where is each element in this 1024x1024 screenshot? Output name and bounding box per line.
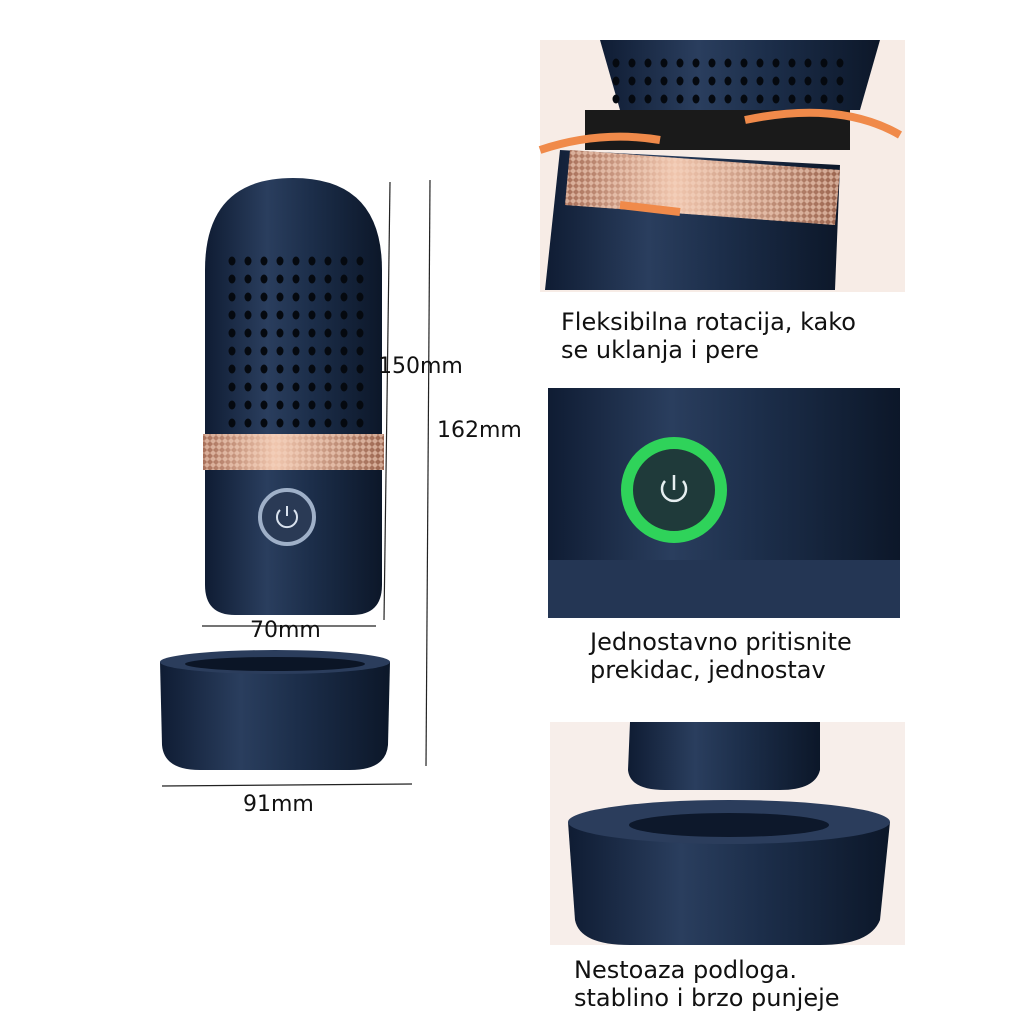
power-icon [660,480,688,503]
charging-base [160,650,390,770]
caption-line: Fleksibilna rotacija, kako [561,308,856,336]
caption-line: stablino i brzo punjeje [574,984,840,1012]
caption-rotation: Fleksibilna rotacija, kako se uklanja i … [561,308,856,364]
rotation-panel [538,40,905,292]
caption-power: Jednostavno pritisnite prekidac, jednost… [590,628,852,684]
caption-line: prekidac, jednostav [590,656,826,684]
base-panel [550,722,905,945]
power-button-icon [258,488,316,546]
caption-line: Nestoaza podloga. [574,956,798,984]
total-height-label: 162mm [437,418,522,443]
base-width-label: 91mm [243,792,314,817]
power-panel [548,388,900,618]
dimension-lines [161,179,431,787]
body-width-label: 70mm [250,618,321,643]
capsule-device [203,178,384,615]
caption-line: se uklanja i pere [561,336,759,364]
caption-base: Nestoaza podloga. stablino i brzo punjej… [574,956,840,1012]
body-height-label: 150mm [378,354,463,379]
caption-line: Jednostavno pritisnite [590,628,852,656]
